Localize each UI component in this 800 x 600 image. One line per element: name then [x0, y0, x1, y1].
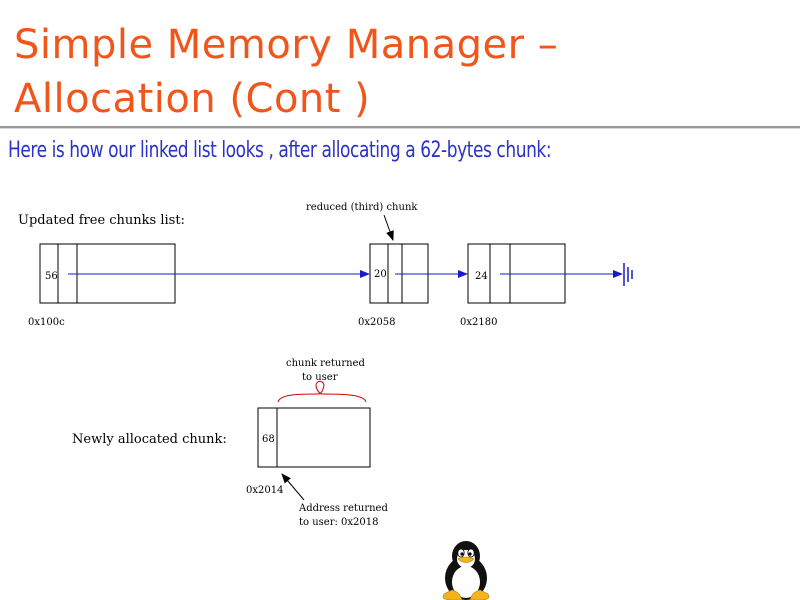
allocated-chunk-box	[257, 407, 371, 468]
returned-chunk-brace	[277, 380, 367, 403]
address-annotation-line-2: to user: 0x2018	[299, 517, 379, 528]
address-returned-pointer	[281, 473, 305, 501]
node-2-size: 20	[374, 269, 387, 280]
node-1-size: 56	[45, 271, 58, 282]
node-2-address: 0x2058	[358, 317, 395, 328]
returned-chunk-annotation-line-2: to user	[302, 372, 338, 383]
slide-title-line-2: Allocation (Cont )	[14, 76, 371, 122]
node-1-address: 0x100c	[28, 317, 65, 328]
reduced-chunk-annotation: reduced (third) chunk	[306, 202, 418, 213]
allocated-chunk-size: 68	[262, 434, 275, 445]
free-chunk-node-2: 20 0x2058	[358, 243, 429, 328]
slide-subtitle: Here is how our linked list looks , afte…	[8, 138, 552, 163]
null-ground-icon	[623, 263, 633, 286]
node-3-address: 0x2180	[460, 317, 497, 328]
allocated-chunk-label: Newly allocated chunk:	[72, 432, 227, 447]
address-annotation-line-1: Address returned	[298, 503, 388, 514]
free-list-label: Updated free chunks list:	[18, 213, 185, 228]
free-chunk-node-1: 56 0x100c	[28, 243, 176, 328]
tux-penguin-icon	[442, 541, 490, 600]
free-chunk-node-3: 24 0x2180	[460, 243, 566, 328]
returned-chunk-annotation-line-1: chunk returned	[286, 358, 365, 369]
reduced-chunk-pointer	[383, 214, 394, 241]
allocated-chunk: 68 0x2014	[246, 407, 371, 496]
slide-title-line-1: Simple Memory Manager –	[14, 22, 559, 68]
allocated-chunk-address: 0x2014	[246, 485, 283, 496]
title-divider	[0, 126, 800, 129]
node-3-size: 24	[475, 271, 488, 282]
